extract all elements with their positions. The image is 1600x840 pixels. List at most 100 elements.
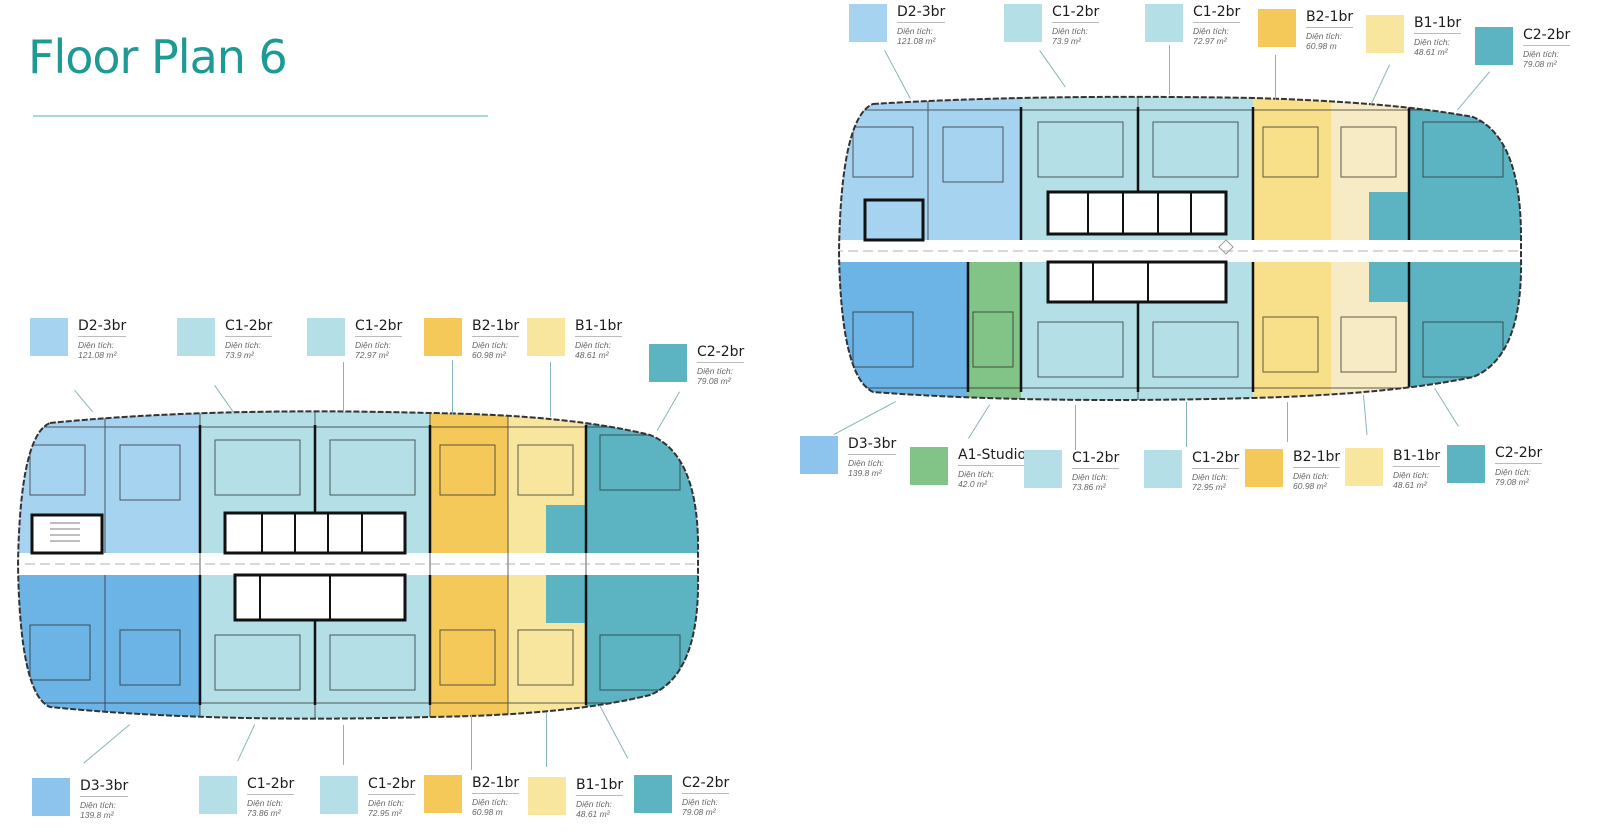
legend-item-b1-1br: B1-1br Diện tích: 48.61 m² (1345, 448, 1441, 490)
area-value: 73.9 m² (1052, 36, 1081, 46)
unit-type: C1-2br (225, 318, 273, 337)
color-swatch (1145, 4, 1183, 42)
legend-item-b2-1br: B2-1br Diện tích: 60.98 m² (1245, 449, 1341, 491)
area-label: Diện tích: (1072, 472, 1108, 482)
color-swatch (1366, 15, 1404, 53)
area-label: Diện tích: (225, 340, 261, 350)
area-value: 48.61 m² (1414, 47, 1448, 57)
color-swatch (1345, 448, 1383, 486)
unit-type: C1-2br (1192, 450, 1240, 469)
color-swatch (649, 344, 687, 382)
color-swatch (30, 318, 68, 356)
color-swatch (1447, 445, 1485, 483)
color-swatch (800, 436, 838, 474)
unit-type: C1-2br (368, 776, 416, 795)
legend-item-b1-1br: B1-1br Diện tích: 48.61 m² (1366, 15, 1462, 57)
leader-line (343, 362, 344, 412)
area-label: Diện tích: (1523, 49, 1559, 59)
leader-line (237, 724, 255, 762)
legend-item-d3-3br: D3-3br Diện tích: 139.8 m² (800, 436, 897, 478)
leader-line (1186, 402, 1187, 447)
unit-type: B1-1br (1414, 15, 1462, 34)
color-swatch (1475, 27, 1513, 65)
leader-line (546, 712, 547, 767)
unit-type: B1-1br (575, 318, 623, 337)
area-label: Diện tích: (472, 797, 508, 807)
unit-type: C2-2br (697, 344, 745, 363)
legend-item-d2-3br: D2-3br Diện tích: 121.08 m² (849, 4, 946, 46)
area-value: 139.8 m² (80, 810, 114, 820)
color-swatch (527, 318, 565, 356)
area-value: 139.8 m² (848, 468, 882, 478)
leader-line (452, 360, 453, 415)
area-label: Diện tích: (1192, 472, 1228, 482)
area-value: 79.08 m² (697, 376, 731, 386)
area-value: 73.86 m² (247, 808, 281, 818)
color-swatch (849, 4, 887, 42)
leader-line (83, 724, 130, 764)
area-value: 42.0 m² (958, 479, 987, 489)
area-value: 73.9 m² (225, 350, 254, 360)
legend-item-c1-2br: C1-2br Diện tích: 73.9 m² (1004, 4, 1100, 46)
legend-item-b1-1br: B1-1br Diện tích: 48.61 m² (528, 777, 624, 819)
area-label: Diện tích: (1306, 31, 1342, 41)
area-label: Diện tích: (355, 340, 391, 350)
unit-type: B1-1br (1393, 448, 1441, 467)
unit-type: C1-2br (247, 776, 295, 795)
legend-item-c1-2br: C1-2br Diện tích: 73.86 m² (199, 776, 295, 818)
floor-plan-left (10, 405, 710, 725)
page-title: Floor Plan 6 (28, 30, 288, 84)
color-swatch (32, 778, 70, 816)
area-value: 60.98 m² (1293, 481, 1327, 491)
area-label: Diện tích: (247, 798, 283, 808)
leader-line (343, 725, 344, 765)
legend-item-c2-2br: C2-2br Diện tích: 79.08 m² (634, 775, 730, 817)
color-swatch (320, 776, 358, 814)
area-value: 73.86 m² (1072, 482, 1106, 492)
unit-type: D2-3br (78, 318, 127, 337)
area-value: 79.08 m² (1495, 477, 1529, 487)
leader-line (550, 362, 551, 417)
floor-plan-left-drawing (16, 410, 700, 720)
legend-item-c1-2br: C1-2br Diện tích: 73.9 m² (177, 318, 273, 360)
area-value: 48.61 m² (575, 350, 609, 360)
area-label: Diện tích: (697, 366, 733, 376)
area-value: 121.08 m² (78, 350, 117, 360)
area-value: 60.98 m (472, 807, 503, 817)
unit-type: D3-3br (848, 436, 897, 455)
area-label: Diện tích: (368, 798, 404, 808)
area-label: Diện tích: (1293, 471, 1329, 481)
area-label: Diện tích: (1193, 26, 1229, 36)
area-label: Diện tích: (1414, 37, 1450, 47)
area-label: Diện tích: (80, 800, 116, 810)
area-value: 60.98 m² (472, 350, 506, 360)
area-value: 121.08 m² (897, 36, 936, 46)
floor-plan-right (833, 92, 1525, 407)
legend-item-b2-1br: B2-1br Diện tích: 60.98 m (424, 775, 520, 817)
leader-line (1075, 405, 1076, 450)
area-label: Diện tích: (848, 458, 884, 468)
area-value: 60.98 m (1306, 41, 1337, 51)
area-label: Diện tích: (1495, 467, 1531, 477)
legend-item-d3-3br: D3-3br Diện tích: 139.8 m² (32, 778, 129, 820)
legend-item-d2-3br: D2-3br Diện tích: 121.08 m² (30, 318, 127, 360)
leader-line (471, 715, 472, 770)
area-label: Diện tích: (78, 340, 114, 350)
unit-type: C2-2br (1523, 27, 1571, 46)
unit-type: C1-2br (355, 318, 403, 337)
area-value: 72.95 m² (368, 808, 402, 818)
floor-plan-right-drawing (837, 95, 1523, 401)
unit-type: C1-2br (1072, 450, 1120, 469)
leader-line (967, 404, 990, 439)
area-value: 48.61 m² (576, 809, 610, 819)
area-value: 79.08 m² (1523, 59, 1557, 69)
color-swatch (177, 318, 215, 356)
area-label: Diện tích: (1393, 470, 1429, 480)
area-label: Diện tích: (1052, 26, 1088, 36)
legend-item-c2-2br: C2-2br Diện tích: 79.08 m² (1475, 27, 1571, 69)
legend-item-b2-1br: B2-1br Diện tích: 60.98 m (1258, 9, 1354, 51)
legend-item-c2-2br: C2-2br Diện tích: 79.08 m² (649, 344, 745, 386)
unit-type: C2-2br (682, 775, 730, 794)
area-label: Diện tích: (958, 469, 994, 479)
unit-type: B2-1br (472, 318, 520, 337)
